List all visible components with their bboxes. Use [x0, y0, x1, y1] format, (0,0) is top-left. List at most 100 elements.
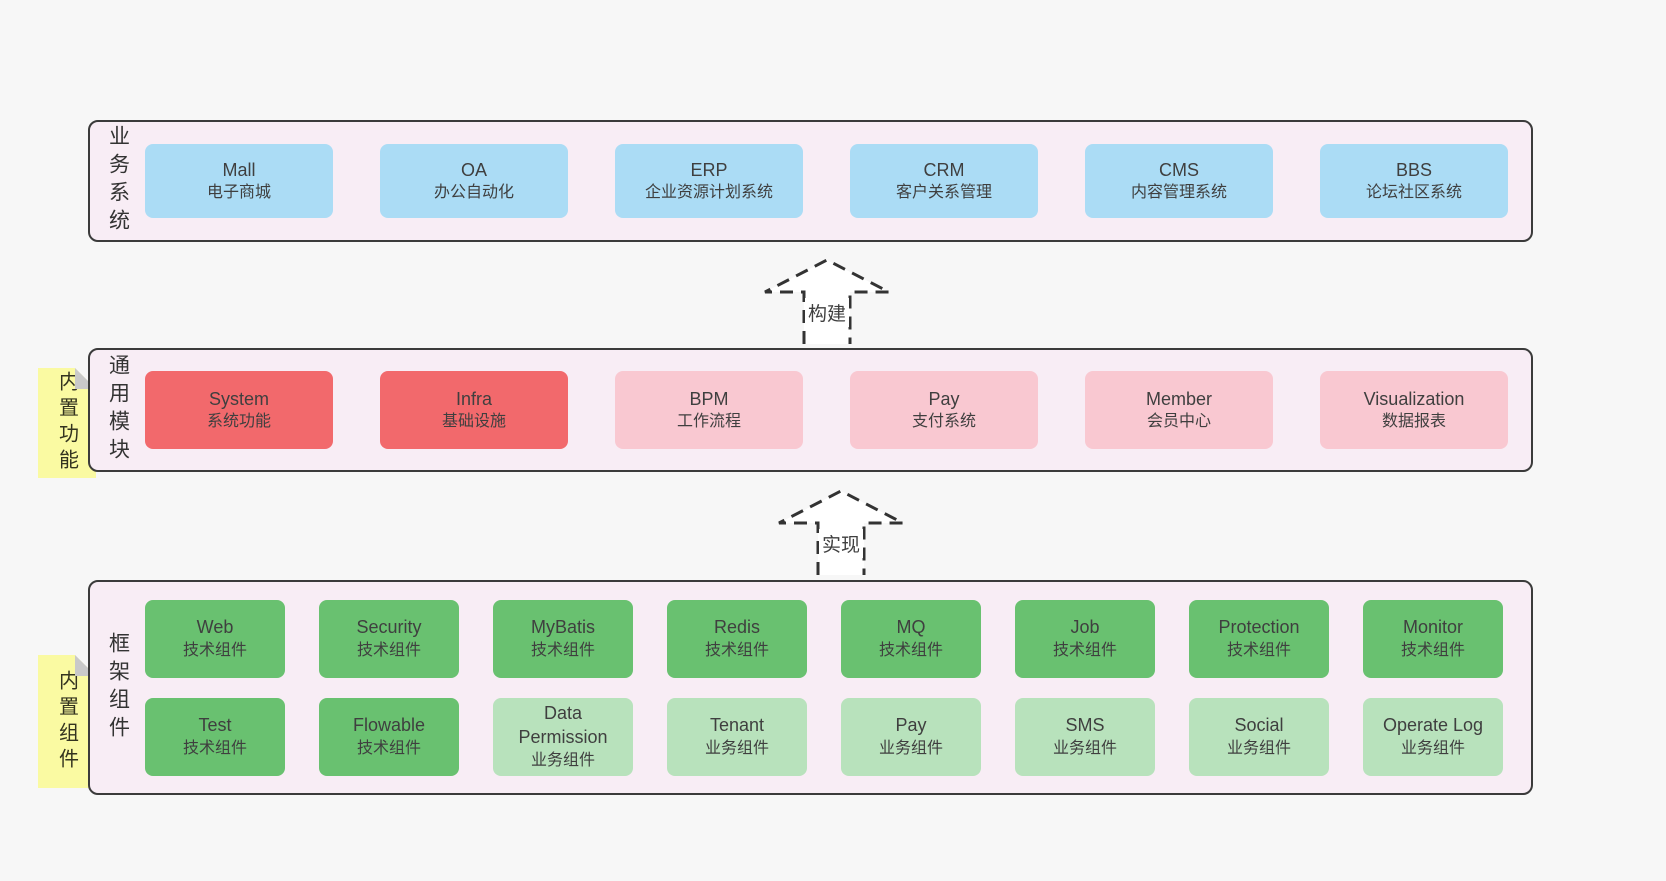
- box-system-subtitle: 系统功能: [206, 413, 271, 431]
- box-sms-title: SMS: [1065, 715, 1105, 736]
- sticky-built-in-features: 内置功能: [38, 368, 96, 478]
- box-pay-component-title: Pay: [895, 715, 927, 736]
- box-tenant-title: Tenant: [709, 715, 765, 736]
- box-security-subtitle: 技术组件: [356, 641, 421, 659]
- box-flowable-subtitle: 技术组件: [356, 739, 421, 757]
- layer-common-modules: 通用模块 System 系统功能 Infra 基础设施 BPM 工作流程 Pay…: [88, 348, 1533, 472]
- box-redis-subtitle: 技术组件: [704, 641, 769, 659]
- box-pay-component-subtitle: 业务组件: [878, 739, 943, 757]
- box-crm-title: CRM: [923, 159, 965, 180]
- box-system-title: System: [208, 388, 269, 409]
- box-job-title: Job: [1070, 617, 1100, 638]
- layer-common-modules-title: 通用模块: [106, 354, 130, 466]
- box-pay-module: Pay 支付系统: [850, 371, 1038, 449]
- box-member-subtitle: 会员中心: [1146, 413, 1211, 431]
- box-data-permission-subtitle: 业务组件: [530, 752, 595, 770]
- box-bbs-subtitle: 论坛社区系统: [1365, 184, 1462, 202]
- box-crm: CRM 客户关系管理: [850, 144, 1038, 218]
- box-cms: CMS 内容管理系统: [1085, 144, 1273, 218]
- arrow-implement: 实现: [771, 487, 911, 575]
- box-social-title: Social: [1234, 715, 1284, 736]
- box-tenant: Tenant 业务组件: [667, 697, 807, 776]
- box-protection: Protection 技术组件: [1189, 599, 1329, 678]
- box-data-permission-title: Data Permission: [518, 702, 608, 748]
- box-pay-module-title: Pay: [928, 388, 960, 409]
- layer-framework-components-title: 框架组件: [106, 631, 130, 744]
- box-sms-subtitle: 业务组件: [1052, 739, 1117, 757]
- arrow-build: 构建: [757, 256, 897, 344]
- business-systems-boxes: Mall 电子商城 OA 办公自动化 ERP 企业资源计划系统 CRM 客户关系…: [145, 144, 1508, 218]
- sticky-built-in-components: 内置组件: [38, 655, 96, 788]
- box-mall: Mall 电子商城: [145, 144, 333, 218]
- box-oa-title: OA: [460, 159, 487, 180]
- box-redis: Redis 技术组件: [667, 599, 807, 678]
- box-security: Security 技术组件: [319, 599, 459, 678]
- layer-business-systems-title: 业务系统: [106, 125, 130, 237]
- box-web: Web 技术组件: [145, 599, 285, 678]
- box-operate-log: Operate Log 业务组件: [1363, 697, 1503, 776]
- box-mybatis-subtitle: 技术组件: [530, 641, 595, 659]
- box-bpm: BPM 工作流程: [615, 371, 803, 449]
- box-test: Test 技术组件: [145, 697, 285, 776]
- framework-components-rows: Web 技术组件 Security 技术组件 MyBatis 技术组件 Redi…: [145, 599, 1503, 776]
- box-pay-component: Pay 业务组件: [841, 697, 981, 776]
- box-data-permission: Data Permission 业务组件: [493, 697, 633, 776]
- box-mq-title: MQ: [896, 617, 926, 638]
- box-web-subtitle: 技术组件: [182, 641, 247, 659]
- box-monitor: Monitor 技术组件: [1363, 599, 1503, 678]
- arrow-implement-label: 实现: [818, 529, 864, 558]
- box-flowable-title: Flowable: [352, 715, 426, 736]
- box-protection-subtitle: 技术组件: [1226, 641, 1291, 659]
- box-protection-title: Protection: [1218, 617, 1300, 638]
- box-infra: Infra 基础设施: [380, 371, 568, 449]
- layer-business-systems: 业务系统 Mall 电子商城 OA 办公自动化 ERP 企业资源计划系统 CRM…: [88, 120, 1533, 242]
- box-operate-log-title: Operate Log: [1382, 715, 1484, 736]
- box-oa: OA 办公自动化: [380, 144, 568, 218]
- common-modules-boxes: System 系统功能 Infra 基础设施 BPM 工作流程 Pay 支付系统…: [145, 371, 1508, 449]
- framework-components-row-1: Web 技术组件 Security 技术组件 MyBatis 技术组件 Redi…: [145, 599, 1503, 678]
- box-erp-title: ERP: [690, 159, 728, 180]
- box-mybatis-title: MyBatis: [530, 617, 595, 638]
- box-cms-title: CMS: [1159, 159, 1199, 180]
- framework-components-row-2: Test 技术组件 Flowable 技术组件 Data Permission …: [145, 697, 1503, 776]
- box-visualization: Visualization 数据报表: [1320, 371, 1508, 449]
- box-sms: SMS 业务组件: [1015, 697, 1155, 776]
- box-operate-log-subtitle: 业务组件: [1400, 739, 1465, 757]
- box-web-title: Web: [196, 617, 234, 638]
- box-security-title: Security: [356, 617, 422, 638]
- box-bbs-title: BBS: [1395, 159, 1433, 180]
- box-bpm-subtitle: 工作流程: [676, 413, 741, 431]
- box-system: System 系统功能: [145, 371, 333, 449]
- box-oa-subtitle: 办公自动化: [433, 184, 514, 202]
- box-bpm-title: BPM: [689, 388, 729, 409]
- box-job-subtitle: 技术组件: [1052, 641, 1117, 659]
- box-erp: ERP 企业资源计划系统: [615, 144, 803, 218]
- box-job: Job 技术组件: [1015, 599, 1155, 678]
- box-tenant-subtitle: 业务组件: [704, 739, 769, 757]
- box-redis-title: Redis: [713, 617, 761, 638]
- box-mybatis: MyBatis 技术组件: [493, 599, 633, 678]
- box-monitor-title: Monitor: [1402, 617, 1464, 638]
- box-test-title: Test: [198, 715, 232, 736]
- box-cms-subtitle: 内容管理系统: [1130, 184, 1227, 202]
- layer-framework-components: 框架组件 Web 技术组件 Security 技术组件 MyBatis 技术组件…: [88, 580, 1533, 795]
- box-visualization-subtitle: 数据报表: [1381, 413, 1446, 431]
- arrow-build-label: 构建: [804, 298, 850, 327]
- box-test-subtitle: 技术组件: [182, 739, 247, 757]
- box-member-title: Member: [1145, 388, 1212, 409]
- box-member: Member 会员中心: [1085, 371, 1273, 449]
- box-mq-subtitle: 技术组件: [878, 641, 943, 659]
- sticky-built-in-features-label: 内置功能: [55, 371, 78, 475]
- box-bbs: BBS 论坛社区系统: [1320, 144, 1508, 218]
- box-monitor-subtitle: 技术组件: [1400, 641, 1465, 659]
- box-infra-subtitle: 基础设施: [441, 413, 506, 431]
- box-mall-title: Mall: [222, 159, 256, 180]
- box-visualization-title: Visualization: [1363, 388, 1465, 409]
- box-crm-subtitle: 客户关系管理: [895, 184, 992, 202]
- box-social: Social 业务组件: [1189, 697, 1329, 776]
- box-mq: MQ 技术组件: [841, 599, 981, 678]
- box-erp-subtitle: 企业资源计划系统: [644, 184, 773, 202]
- box-infra-title: Infra: [455, 388, 493, 409]
- box-social-subtitle: 业务组件: [1226, 739, 1291, 757]
- box-mall-subtitle: 电子商城: [206, 184, 271, 202]
